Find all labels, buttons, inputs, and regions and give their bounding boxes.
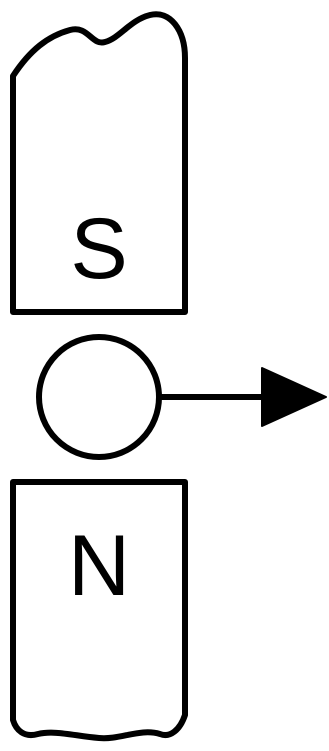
bottom-magnet-outline xyxy=(10,479,188,742)
top-magnet: S xyxy=(10,11,188,315)
bottom-magnet-label: N xyxy=(68,518,130,614)
conductor-circle xyxy=(36,334,162,460)
top-magnet-outline xyxy=(10,11,188,315)
bottom-magnet: N xyxy=(10,479,188,742)
force-arrow xyxy=(156,367,327,427)
top-magnet-label: S xyxy=(70,201,127,297)
arrow-head-icon xyxy=(261,367,327,427)
